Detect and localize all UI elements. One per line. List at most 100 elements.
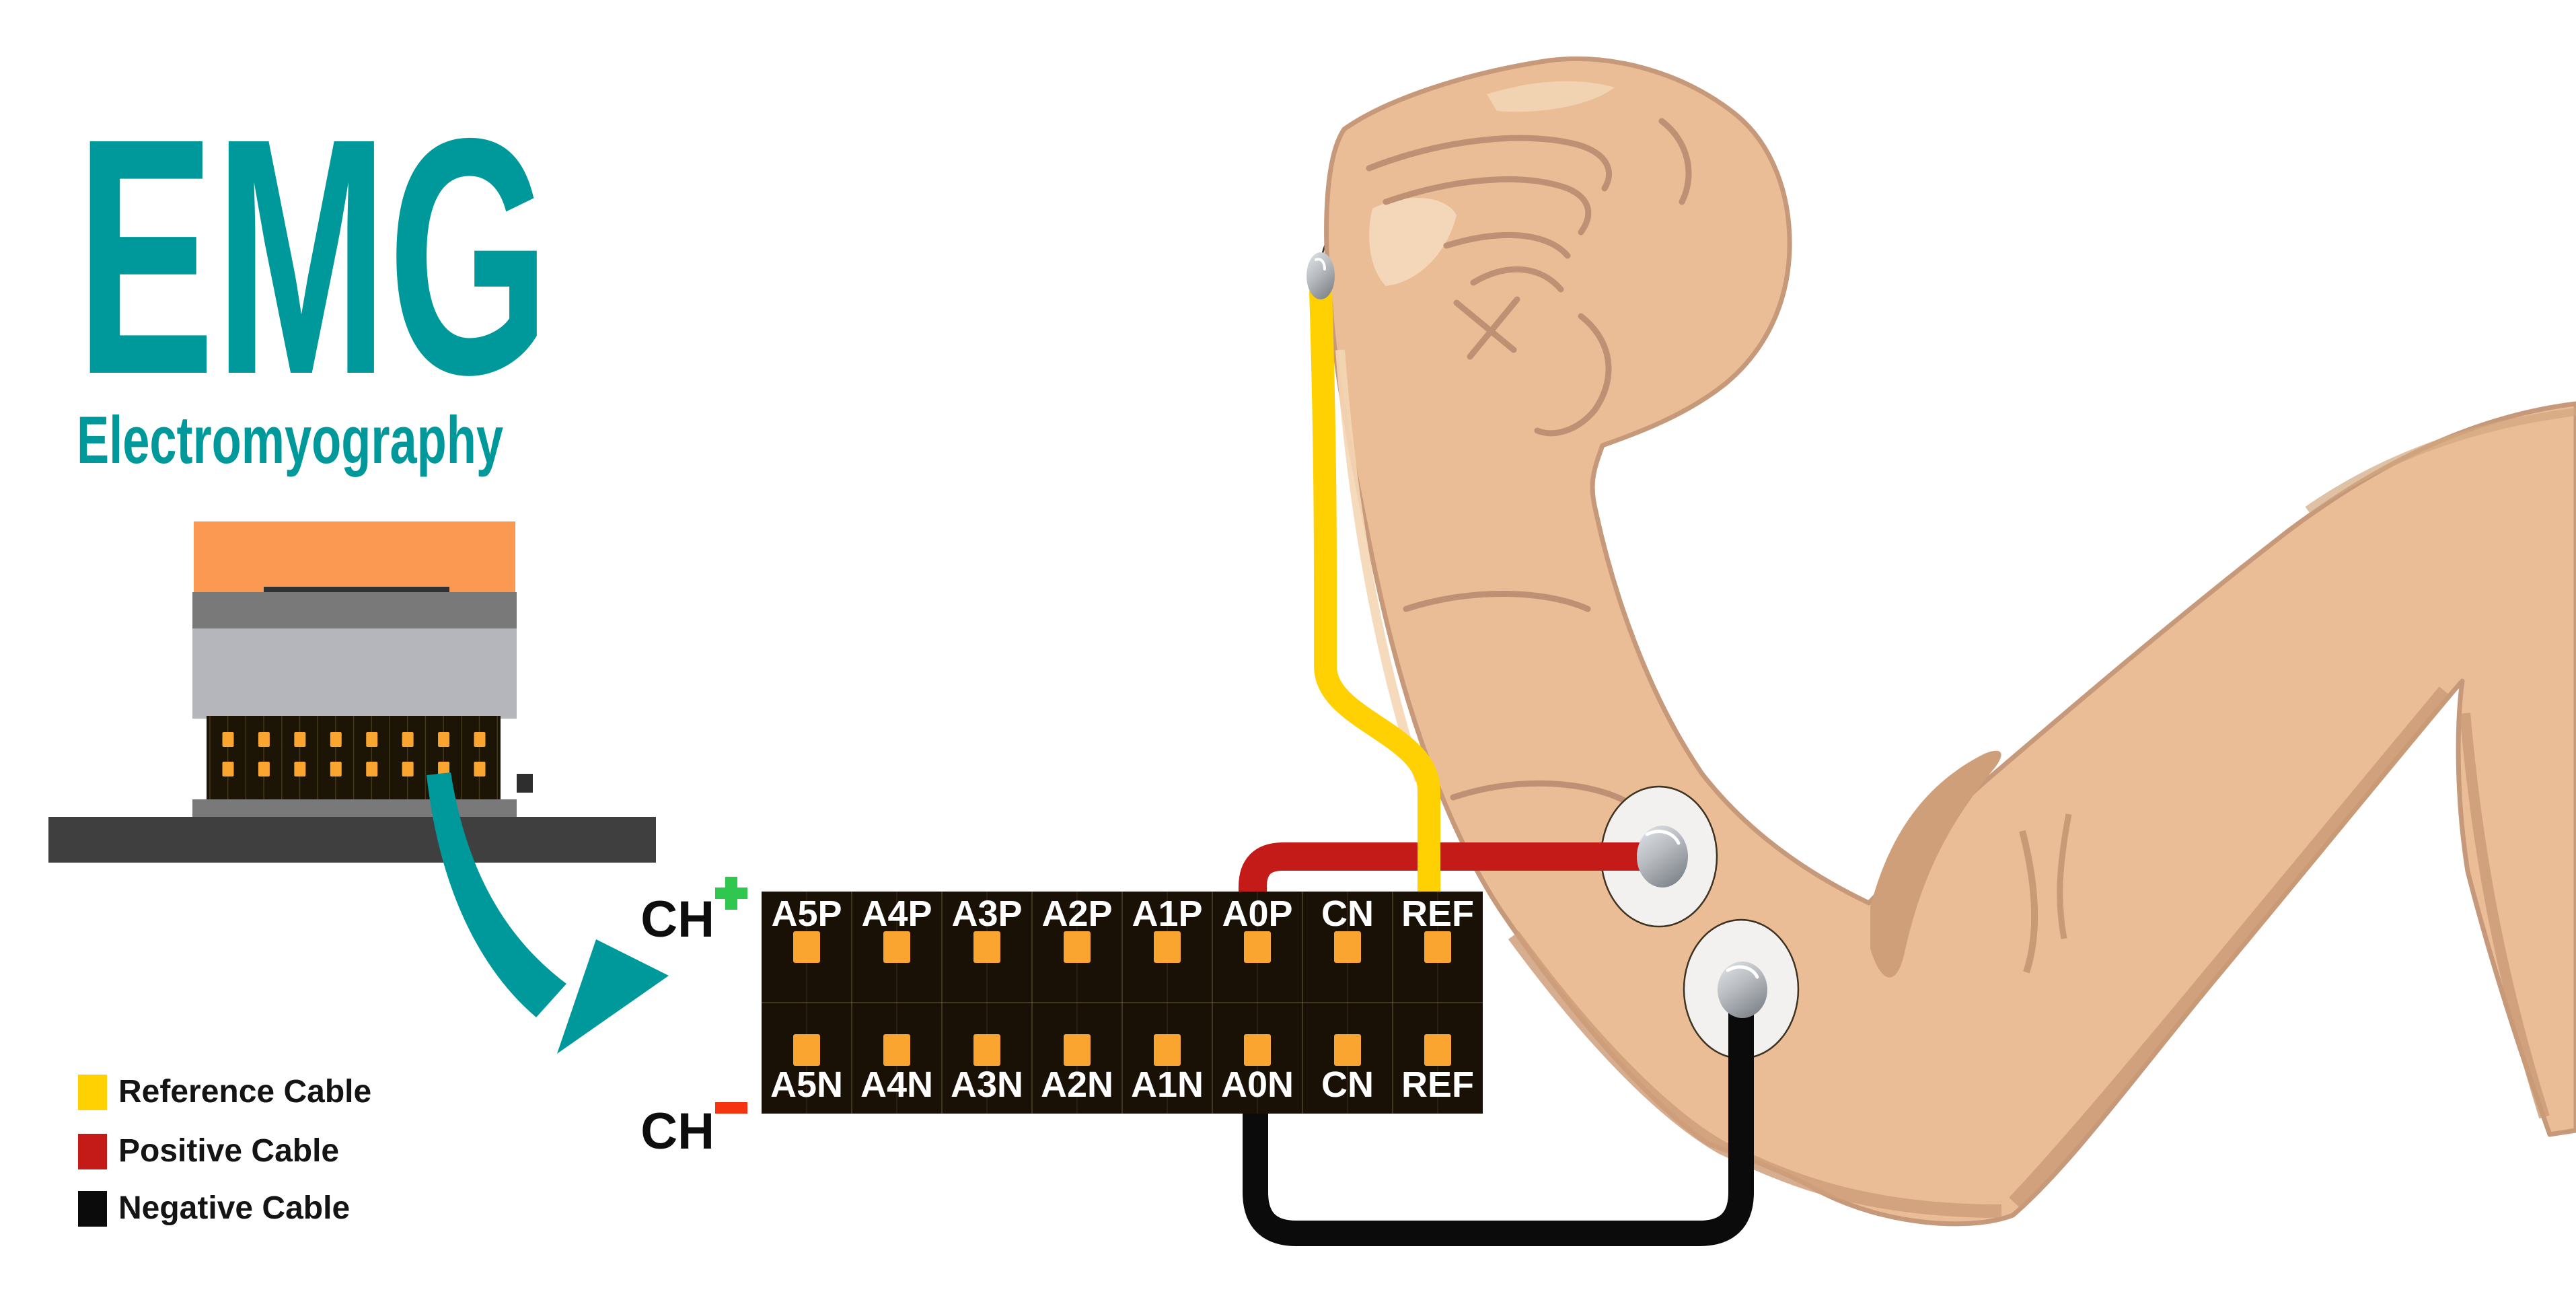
pin	[258, 762, 270, 776]
pin-label-ref-bottom: REF	[1401, 1064, 1474, 1105]
legend-label-reference: Reference Cable	[118, 1074, 371, 1110]
pin	[222, 762, 234, 776]
pin	[258, 732, 270, 747]
pin	[474, 762, 486, 776]
legend-label-positive: Positive Cable	[118, 1133, 339, 1169]
shoulder-shading	[2305, 408, 2576, 513]
reference-electrode-dome	[1307, 252, 1335, 299]
device-upper-band	[192, 592, 517, 628]
pin	[1334, 1034, 1361, 1066]
pin	[1154, 1034, 1181, 1066]
pin-label-a4n: A4N	[860, 1064, 933, 1105]
pin	[883, 1034, 910, 1066]
bicep-underside-shading	[2009, 686, 2452, 1209]
negative-electrode-dome	[1718, 962, 1767, 1018]
pin	[1244, 1034, 1271, 1066]
negative-cable	[1243, 992, 1754, 1246]
legend-item-negative: Negative Cable	[78, 1190, 350, 1227]
pin-label-cn-top: CN	[1321, 894, 1374, 934]
reference-cable	[1309, 290, 1440, 895]
pin	[1244, 931, 1271, 963]
pin-label-cn-bottom: CN	[1321, 1064, 1374, 1105]
pin-label-a5n: A5N	[770, 1064, 843, 1105]
positive-cable	[1239, 842, 1654, 895]
elbow-crease-line	[2019, 830, 2038, 974]
pin	[973, 1034, 1000, 1066]
pin	[1154, 931, 1181, 963]
pin	[294, 762, 306, 776]
pinout-top-labels: A5P A4P A3P A2P A1P A0P CN REF	[771, 894, 1474, 934]
device-side-tab	[517, 774, 533, 793]
legend-item-reference: Reference Cable	[78, 1074, 371, 1110]
legend-swatch-reference	[78, 1075, 107, 1110]
legend: Reference Cable Positive Cable Negative …	[78, 1074, 371, 1227]
knuckle-highlight	[1487, 81, 1615, 112]
pin	[402, 762, 414, 776]
pinout-background	[762, 892, 1483, 1114]
pointer-arrow-icon	[427, 772, 669, 1054]
pin	[1064, 1034, 1091, 1066]
pinout-bottom-labels: A5N A4N A3N A2N A1N A0N CN REF	[770, 1064, 1474, 1105]
pin	[793, 1034, 820, 1066]
pin-label-a1p: A1P	[1132, 894, 1202, 934]
pin-label-a0p: A0P	[1222, 894, 1292, 934]
device-body	[192, 628, 517, 719]
pin	[474, 732, 486, 747]
pin	[330, 762, 342, 776]
pin	[1424, 1034, 1451, 1066]
pin	[883, 931, 910, 963]
device-base-plate	[48, 817, 656, 863]
channel-negative: CH	[640, 1102, 747, 1160]
pin-label-a4p: A4P	[861, 894, 932, 934]
arm-illustration	[1324, 57, 2576, 1227]
pin	[973, 931, 1000, 963]
page-subtitle: Electromyography	[77, 402, 503, 477]
legend-swatch-negative	[78, 1191, 107, 1227]
channel-negative-label: CH	[640, 1103, 714, 1160]
pinout-hairlines	[762, 892, 1483, 1114]
pin	[1424, 931, 1451, 963]
pin-label-a3n: A3N	[951, 1064, 1023, 1105]
pin	[330, 732, 342, 747]
legend-label-negative: Negative Cable	[118, 1190, 350, 1226]
pin-label-ref-top: REF	[1401, 894, 1474, 934]
tricep-shading	[2460, 713, 2550, 1119]
positive-electrode-dome	[1637, 826, 1688, 888]
pin-label-a2n: A2N	[1041, 1064, 1113, 1105]
pin	[1334, 931, 1361, 963]
fist-highlight	[1369, 197, 1457, 286]
minus-icon	[715, 1102, 747, 1114]
inner-elbow-crease	[1870, 750, 2001, 978]
fist-creases	[1366, 118, 1692, 804]
device-lower-band	[192, 799, 517, 817]
pin	[793, 931, 820, 963]
pin	[366, 732, 378, 747]
pin	[438, 732, 450, 747]
device-hairlines	[209, 716, 498, 799]
pin-label-a3p: A3P	[951, 894, 1022, 934]
legend-item-positive: Positive Cable	[78, 1133, 339, 1169]
pin-label-a1n: A1N	[1131, 1064, 1204, 1105]
pin-label-a2p: A2P	[1041, 894, 1112, 934]
elbow-crease-line-2	[2057, 813, 2072, 939]
pin	[402, 732, 414, 747]
pinout-pin-grid	[793, 931, 1451, 1066]
pin-label-a0n: A0N	[1221, 1064, 1294, 1105]
legend-swatch-positive	[78, 1134, 107, 1169]
channel-positive-label: CH	[640, 891, 714, 948]
elbow-shading	[1508, 931, 2002, 1218]
pin	[438, 762, 450, 776]
pin	[294, 732, 306, 747]
page-title: EMG	[76, 68, 550, 444]
plus-icon	[715, 877, 747, 910]
logo: EMG Electromyography	[76, 68, 550, 477]
channel-positive: CH	[640, 877, 747, 948]
device-orange-cap	[194, 521, 515, 592]
pinout-connector: A5P A4P A3P A2P A1P A0P CN REF A5N A4N A…	[762, 892, 1483, 1114]
emg-device-illustration	[48, 521, 656, 863]
forearm-highlight	[1335, 349, 1424, 783]
pin-label-a5p: A5P	[771, 894, 842, 934]
pin	[222, 732, 234, 747]
pin	[366, 762, 378, 776]
